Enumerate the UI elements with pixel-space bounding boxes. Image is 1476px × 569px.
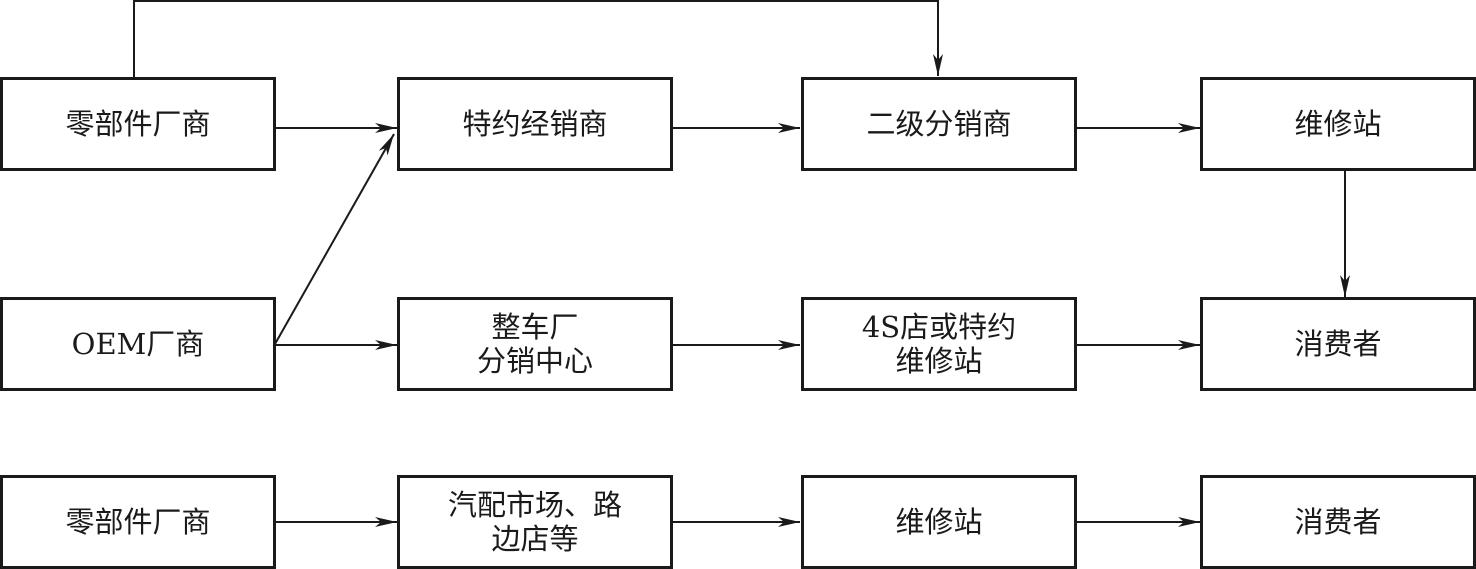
- node-label: 维修站: [1294, 107, 1382, 141]
- node-secondary-distributor: 二级分销商: [801, 77, 1077, 171]
- node-label: 整车厂 分销中心: [476, 310, 593, 378]
- node-oem-distribution-center: 整车厂 分销中心: [397, 297, 673, 391]
- node-authorized-dealer: 特约经销商: [397, 77, 673, 171]
- node-label: 消费者: [1294, 505, 1382, 539]
- node-parts-manufacturer: 零部件厂商: [0, 77, 276, 171]
- node-label: 零部件厂商: [65, 505, 211, 539]
- node-label: 维修站: [895, 505, 983, 539]
- edge-oem-to-dealer: [274, 133, 395, 345]
- node-label: OEM厂商: [71, 327, 205, 361]
- node-label: 零部件厂商: [65, 107, 211, 141]
- node-label: 汽配市场、路 边店等: [447, 488, 622, 556]
- node-label: 二级分销商: [866, 107, 1012, 141]
- node-repair-station-row3: 维修站: [801, 475, 1077, 569]
- node-label: 4S店或特约 维修站: [861, 310, 1017, 378]
- node-parts-manufacturer-row3: 零部件厂商: [0, 475, 276, 569]
- edge-parts-to-secondary-distributor: [133, 0, 943, 77]
- node-consumer-row3: 消费者: [1200, 475, 1476, 569]
- node-label: 消费者: [1294, 327, 1382, 361]
- node-repair-station: 维修站: [1200, 77, 1476, 171]
- node-label: 特约经销商: [462, 107, 608, 141]
- node-4s-store: 4S店或特约 维修站: [801, 297, 1077, 391]
- node-consumer: 消费者: [1200, 297, 1476, 391]
- node-oem-manufacturer: OEM厂商: [0, 297, 276, 391]
- node-aftermarket: 汽配市场、路 边店等: [397, 475, 673, 569]
